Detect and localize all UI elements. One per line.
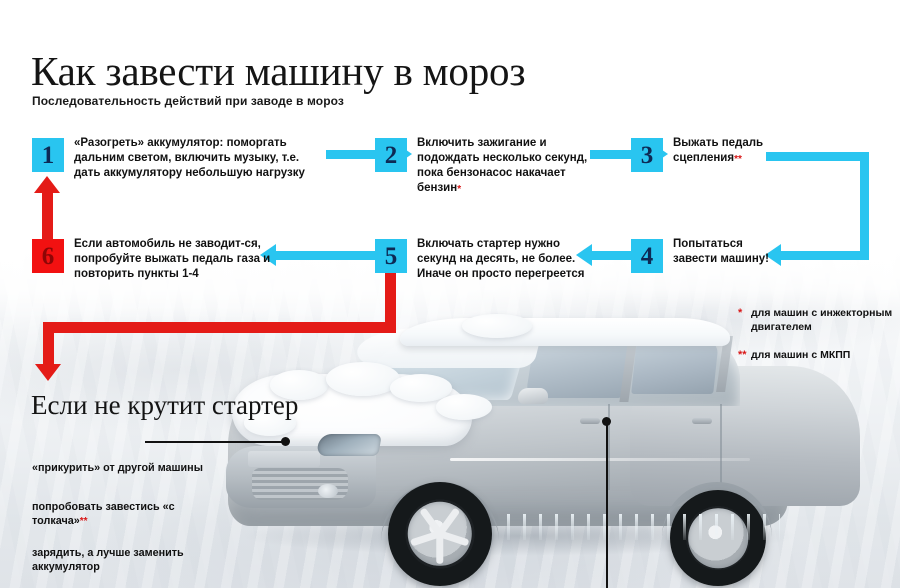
- snow-lump: [244, 410, 296, 436]
- step-2-badge: 2: [375, 138, 407, 172]
- callout-dot-hood: [281, 437, 290, 446]
- step-2-footnote-mark: *: [457, 184, 462, 195]
- car-door-gap: [608, 404, 610, 490]
- front-wheel: [388, 482, 492, 586]
- arrow-6-to-1-head: [34, 176, 60, 193]
- step-6-text: Если автомобиль не заводит-ся, попробуйт…: [74, 238, 271, 280]
- arrow-5-to-starter-h: [43, 322, 396, 333]
- snow-lump: [436, 394, 492, 420]
- arrow-4-to-5-shaft: [592, 251, 634, 260]
- callout-dot-door: [602, 417, 611, 426]
- callout-leader-hood: [145, 441, 285, 443]
- arrow-6-to-1-shaft: [42, 192, 53, 240]
- step-1-text: «Разогреть» аккумулятор: поморгать дальн…: [74, 137, 305, 179]
- arrow-5-to-starter-v2: [43, 322, 54, 366]
- icicles: [500, 514, 780, 540]
- starter-tip-2-footnote-mark: **: [79, 516, 88, 527]
- arrow-3-to-4-head: [765, 244, 781, 266]
- footnote-1-text: для машин с инжекторным двигателем: [751, 307, 893, 333]
- car-side-mirror: [518, 388, 548, 404]
- license-plate: [248, 451, 320, 467]
- starter-tip-2: попробовать завестись «с толкача»**: [32, 501, 175, 527]
- page-title: Как завести машину в мороз: [31, 48, 526, 95]
- car-rear-window: [631, 340, 719, 394]
- step-6-badge: 6: [32, 239, 64, 273]
- step-2-text: Включить зажигание и подождать несколько…: [417, 137, 588, 195]
- step-4-text: Попытаться завести машину!: [673, 238, 769, 265]
- snow-lump: [270, 370, 328, 400]
- step-5-text: Включать стартер нужно секунд на десять,…: [417, 238, 585, 280]
- footnote-2: ** для машин с МКПП: [738, 348, 898, 362]
- footnote-2-mark: **: [738, 349, 747, 361]
- starter-tip-1: «прикурить» от другой машины: [32, 462, 203, 474]
- fog-light: [318, 484, 338, 498]
- snow-lump: [390, 374, 452, 402]
- arrow-3-to-4-top: [766, 152, 869, 161]
- rim-spoke: [436, 534, 444, 564]
- car-door-gap: [720, 404, 722, 490]
- step-1-badge: 1: [32, 138, 64, 172]
- arrow-1-to-2-shaft: [326, 150, 396, 159]
- footnote-1: * для машин с инжекторным двигателем: [738, 306, 898, 334]
- step-3-badge: 3: [631, 138, 663, 172]
- starter-section-heading: Если не крутит стартер: [31, 390, 299, 420]
- arrow-5-to-6-head: [260, 244, 276, 266]
- car-door-handle: [580, 418, 600, 424]
- step-5-badge: 5: [375, 239, 407, 273]
- snow-lump: [326, 362, 400, 396]
- arrow-4-to-5-head: [576, 244, 592, 266]
- step-3-footnote-mark: **: [734, 154, 742, 165]
- arrow-5-to-6-shaft: [276, 251, 375, 260]
- wheel-rim: [407, 501, 473, 567]
- roof-snow: [400, 318, 730, 346]
- car-side-crease: [450, 458, 750, 461]
- footnotes: * для машин с инжекторным двигателем ** …: [738, 306, 898, 376]
- snow-lump: [462, 314, 532, 338]
- arrow-2-to-3-shaft: [590, 150, 652, 159]
- arrow-3-to-4-side: [860, 152, 869, 259]
- car-door-handle: [692, 418, 712, 424]
- arrow-3-to-4-bottom: [781, 251, 869, 260]
- step-3-text: Выжать педаль сцепления**: [673, 137, 764, 165]
- step-4-badge: 4: [631, 239, 663, 273]
- callout-leader-door: [606, 425, 608, 588]
- rear-wheel-arch: [662, 482, 772, 550]
- footnote-2-text: для машин с МКПП: [751, 349, 851, 361]
- snow-covered-car-photo: [200, 314, 900, 588]
- starter-tip-3: зарядить, а лучше заменить аккумулятор: [32, 547, 184, 573]
- footnote-1-mark: *: [738, 307, 743, 319]
- page-subtitle: Последовательность действий при заводе в…: [32, 94, 344, 108]
- car-headlight: [316, 434, 382, 456]
- background-haze: [0, 200, 900, 320]
- arrow-5-to-starter-head: [35, 364, 61, 381]
- arrow-5-to-starter-v1: [385, 273, 396, 323]
